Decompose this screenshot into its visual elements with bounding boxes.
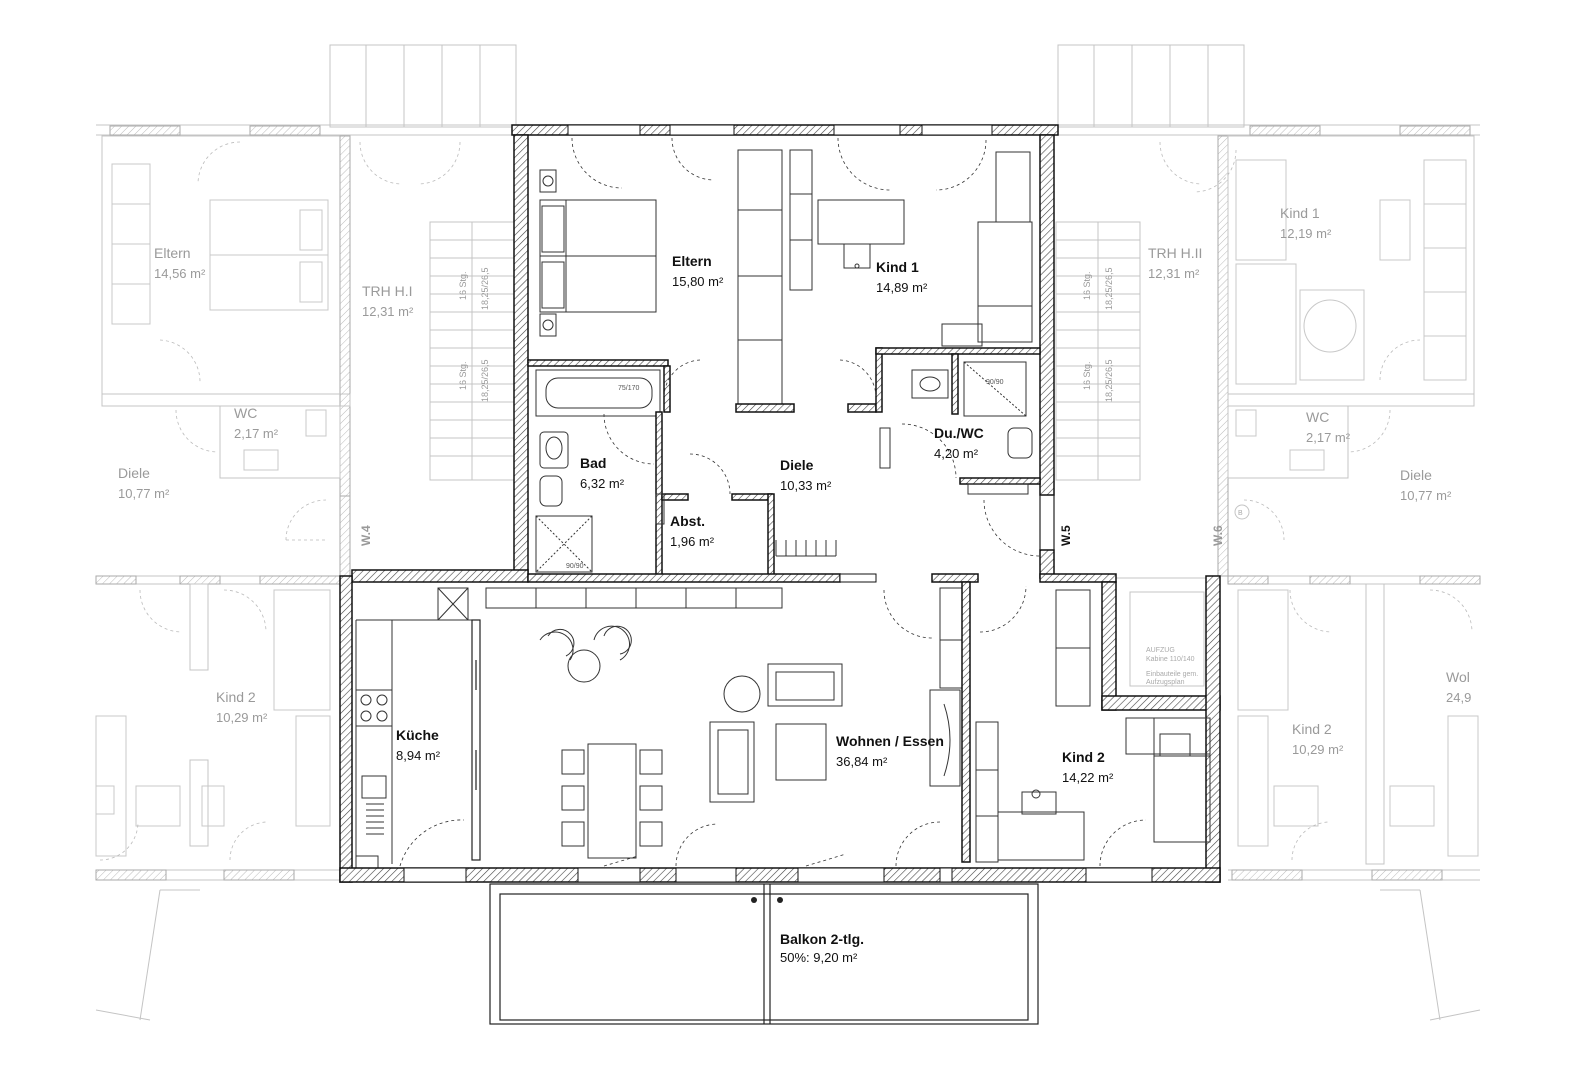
- shower-bad-label: 90/90: [566, 563, 584, 570]
- neighbor-name-right-wohnen: Wol: [1446, 669, 1470, 685]
- neighbor-name-right-kind1: Kind 1: [1280, 205, 1320, 221]
- neighbor-name-left-diele: Diele: [118, 465, 150, 481]
- room-name-wohnen: Wohnen / Essen: [836, 733, 944, 749]
- neighbor-area-right-kind1: 12,19 m²: [1280, 226, 1332, 241]
- neighbor-name-right-trh: TRH H.II: [1148, 245, 1202, 261]
- stair-ratio-label-2: 18,25/26,5: [480, 359, 490, 402]
- neighbor-labels: Eltern 14,56 m² TRH H.I 12,31 m² WC 2,17…: [118, 205, 1471, 757]
- stair-ratio-label-1: 18,25/26,5: [480, 267, 490, 310]
- elevator-label-2: Kabine 110/140: [1146, 656, 1195, 663]
- room-name-kind1: Kind 1: [876, 259, 919, 275]
- room-name-kueche: Küche: [396, 727, 439, 743]
- neighbor-area-left-wc: 2,17 m²: [234, 426, 279, 441]
- shower-duwc-label: 90/90: [986, 379, 1004, 386]
- wall-label-w5: W.5: [1059, 525, 1073, 546]
- elevator-label-4: Aufzugsplan: [1146, 679, 1185, 686]
- room-area-kind2: 14,22 m²: [1062, 770, 1114, 785]
- stair-ratio-label-4: 18,25/26,5: [1104, 359, 1114, 402]
- neighbor-area-left-diele: 10,77 m²: [118, 486, 170, 501]
- room-area-kueche: 8,94 m²: [396, 748, 441, 763]
- neighbor-name-left-wc: WC: [234, 405, 257, 421]
- elevator-label-3: Einbauteile gem.: [1146, 671, 1198, 678]
- stair-steps-label-4: 16 Stg.: [1082, 361, 1092, 390]
- room-name-eltern: Eltern: [672, 253, 712, 269]
- neighbor-name-left-trh: TRH H.I: [362, 283, 413, 299]
- stair-steps-label-1: 16 Stg.: [458, 271, 468, 300]
- neighbor-area-right-wohnen: 24,9: [1446, 690, 1471, 705]
- neighbor-name-left-kind2: Kind 2: [216, 689, 256, 705]
- neighbor-area-right-wc: 2,17 m²: [1306, 430, 1351, 445]
- room-area-bad: 6,32 m²: [580, 476, 625, 491]
- neighbor-area-right-diele: 10,77 m²: [1400, 488, 1452, 503]
- neighbor-area-left-eltern: 14,56 m²: [154, 266, 206, 281]
- room-area-duwc: 4,20 m²: [934, 446, 979, 461]
- room-name-kind2: Kind 2: [1062, 749, 1105, 765]
- neighbor-area-right-trh: 12,31 m²: [1148, 266, 1200, 281]
- room-area-abst: 1,96 m²: [670, 534, 715, 549]
- main-unit: 75/170 90/90 90/90: [339, 124, 1221, 1025]
- neighbor-area-right-kind2: 10,29 m²: [1292, 742, 1344, 757]
- room-name-diele: Diele: [780, 457, 814, 473]
- neighbor-area-left-trh: 12,31 m²: [362, 304, 414, 319]
- room-area-wohnen: 36,84 m²: [836, 754, 888, 769]
- b-marker: B: [1238, 510, 1243, 517]
- room-name-abst: Abst.: [670, 513, 705, 529]
- neighbor-name-left-eltern: Eltern: [154, 245, 191, 261]
- stair-steps-label-3: 16 Stg.: [1082, 271, 1092, 300]
- room-area-diele: 10,33 m²: [780, 478, 832, 493]
- neighbor-units: 16 Stg. 18,25/26,5 16 Stg. 18,25/26,5: [95, 44, 1481, 1021]
- room-labels: Eltern 15,80 m² Kind 1 14,89 m² Bad 6,32…: [396, 253, 1114, 965]
- neighbor-name-right-wc: WC: [1306, 409, 1329, 425]
- room-area-balkon: 50%: 9,20 m²: [780, 950, 858, 965]
- neighbor-name-right-diele: Diele: [1400, 467, 1432, 483]
- tub-label: 75/170: [618, 385, 640, 392]
- wall-label-w6: W.6: [1211, 525, 1225, 546]
- elevator-label-1: AUFZUG: [1146, 647, 1175, 654]
- room-area-eltern: 15,80 m²: [672, 274, 724, 289]
- room-name-duwc: Du./WC: [934, 425, 984, 441]
- room-name-bad: Bad: [580, 455, 606, 471]
- wall-label-w4: W.4: [359, 525, 373, 546]
- room-name-balkon: Balkon 2-tlg.: [780, 931, 864, 947]
- neighbor-name-right-kind2: Kind 2: [1292, 721, 1332, 737]
- stair-ratio-label-3: 18,25/26,5: [1104, 267, 1114, 310]
- room-area-kind1: 14,89 m²: [876, 280, 928, 295]
- neighbor-area-left-kind2: 10,29 m²: [216, 710, 268, 725]
- stair-steps-label-2: 16 Stg.: [458, 361, 468, 390]
